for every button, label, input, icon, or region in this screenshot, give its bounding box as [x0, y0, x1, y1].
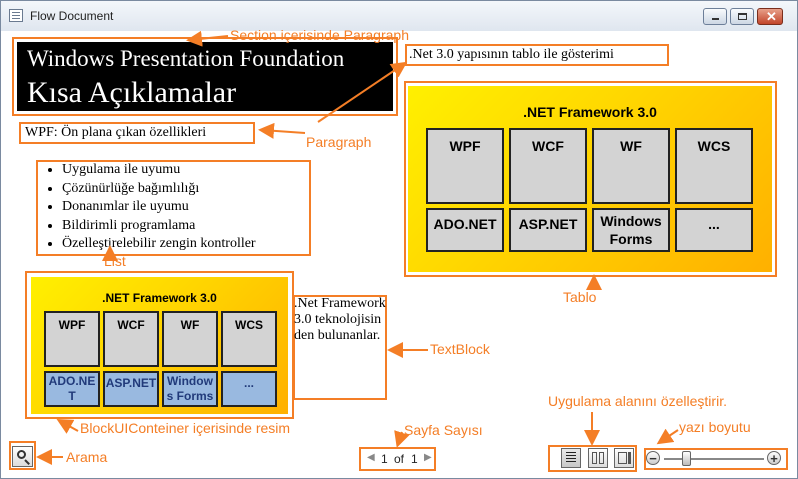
list-highlight	[36, 160, 311, 256]
textblock-highlight	[293, 295, 387, 400]
table-caption: .Net 3.0 yapısının tablo ile gösterimi	[409, 47, 614, 62]
minimize-icon	[712, 18, 719, 20]
arrow-sayfa	[394, 430, 410, 448]
table-cell: ASP.NET	[509, 208, 587, 252]
page-of: of	[394, 452, 405, 466]
list-item: Çözünürlüğe bağımlılığı	[62, 180, 256, 199]
arrow-paragraph	[258, 122, 306, 139]
page-total: 1	[411, 452, 418, 466]
annotation-paragraph: Paragraph	[306, 134, 372, 150]
scroll-view-icon	[618, 452, 627, 464]
annotation-section-paragraph: Section içerisinde Paragraph	[230, 27, 409, 43]
app-icon	[9, 9, 23, 22]
arrow-blockui	[56, 419, 79, 434]
table-cell: Windows Forms	[592, 208, 670, 252]
paragraph-highlight	[19, 122, 255, 144]
single-page-icon	[566, 452, 576, 464]
scroll-view-button[interactable]	[614, 448, 634, 468]
image-cell: WF	[162, 311, 218, 367]
annotation-arama: Arama	[66, 449, 108, 465]
paragraph-wpf: WPF: Ön plana çıkan özellikleri	[25, 125, 207, 140]
annotation-textblock: TextBlock	[430, 341, 490, 357]
table-cell: ...	[675, 208, 753, 252]
image-cell: WCF	[103, 311, 159, 367]
zoom-track[interactable]	[664, 458, 764, 460]
textblock: .Net Framework 3.0 teknolojisinden bulun…	[294, 296, 386, 344]
view-modes-highlight	[548, 445, 637, 472]
zoom-thumb[interactable]	[682, 451, 691, 466]
feature-list: Uygulama ile uyumu Çözünürlüğe bağımlılı…	[44, 161, 256, 254]
previous-page-icon[interactable]: ◀	[367, 452, 375, 463]
list-item: Bildirimli programlama	[62, 217, 256, 236]
search-button[interactable]	[12, 446, 33, 467]
annotation-tablo: Tablo	[563, 289, 597, 305]
section-subheading: Kısa Açıklamalar	[27, 76, 237, 109]
image-cell: ...	[221, 371, 277, 407]
image-cell: WCS	[221, 311, 277, 367]
annotation-sayfa: Sayfa Sayısı	[404, 422, 483, 438]
pager-highlight	[359, 447, 436, 471]
arrow-paragraph-net	[317, 61, 408, 123]
minimize-button[interactable]	[703, 8, 727, 25]
list-item: Donanımlar ile uyumu	[62, 198, 256, 217]
annotation-yazi: yazı boyutu	[679, 419, 751, 435]
table-title: .NET Framework 3.0	[523, 104, 657, 120]
framework-table: .NET Framework 3.0 WPF WCF WF WCS ADO.NE…	[408, 86, 772, 272]
next-page-icon[interactable]: ▶	[424, 452, 432, 463]
two-page-button[interactable]	[588, 448, 608, 468]
section-heading: Windows Presentation Foundation	[27, 46, 345, 71]
single-page-button[interactable]	[561, 448, 581, 468]
arrow-yazi	[656, 428, 679, 445]
image-cell: Window s Forms	[162, 371, 218, 407]
image-cell: WPF	[44, 311, 100, 367]
minus-icon[interactable]: −	[646, 451, 660, 465]
plus-icon[interactable]: +	[767, 451, 781, 466]
table-cell: WPF	[426, 128, 504, 204]
table-caption-highlight	[405, 44, 669, 66]
table-cell: WCS	[675, 128, 753, 204]
magnifier-icon	[17, 450, 26, 459]
image-title: .NET Framework 3.0	[102, 291, 217, 305]
annotation-uygulama: Uygulama alanını özelleştirir.	[548, 393, 727, 409]
list-item: Uygulama ile uyumu	[62, 161, 256, 180]
close-icon: ✕	[766, 9, 777, 24]
maximize-icon	[738, 13, 747, 20]
close-button[interactable]: ✕	[757, 8, 783, 25]
image-cell: ADO.NE T	[44, 371, 100, 407]
table-cell: ADO.NET	[426, 208, 504, 252]
table-cell: WF	[592, 128, 670, 204]
table-cell: WCF	[509, 128, 587, 204]
maximize-button[interactable]	[730, 8, 754, 25]
arrow-section	[186, 30, 229, 47]
title-bar	[1, 1, 797, 31]
annotation-blockui: BlockUIConteiner içerisinde resim	[80, 420, 291, 436]
page-current: 1	[381, 452, 388, 466]
two-page-icon	[592, 452, 597, 464]
search-highlight	[9, 441, 36, 470]
zoom-highlight	[644, 448, 788, 470]
image-cell: ASP.NET	[103, 371, 159, 407]
window-title: Flow Document	[30, 9, 114, 23]
framework-image: .NET Framework 3.0 WPF WCF WF WCS ADO.NE…	[31, 277, 288, 414]
section-block: Windows Presentation Foundation Kısa Açı…	[17, 42, 393, 111]
